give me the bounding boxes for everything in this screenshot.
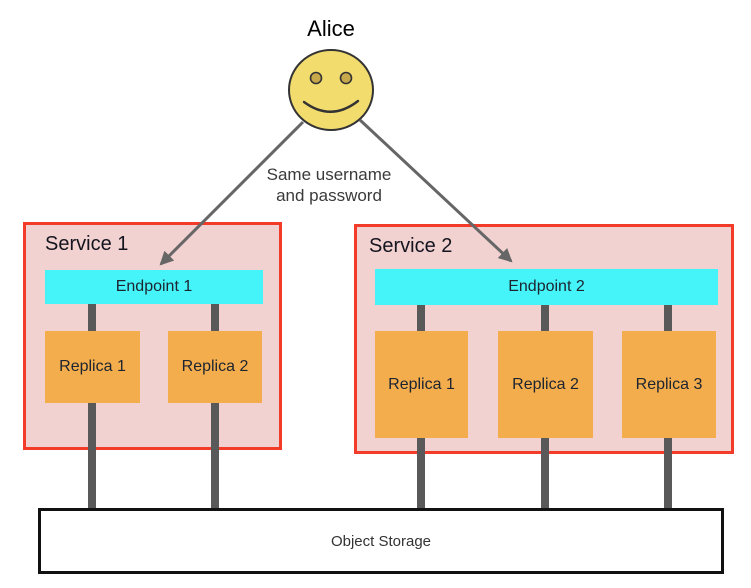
service-1-replica-2: Replica 2 xyxy=(168,331,262,403)
connector-s1-replica2 xyxy=(211,298,219,510)
service-1-box: Service 1 Endpoint 1 Replica 1 Replica 2 xyxy=(23,222,282,450)
credentials-annotation-line2: and password xyxy=(276,186,382,205)
credentials-annotation: Same username and password xyxy=(229,164,429,206)
right-eye-icon xyxy=(339,71,353,85)
service-2-title: Service 2 xyxy=(369,235,453,257)
connector-s1-replica1 xyxy=(88,298,96,510)
credentials-annotation-line1: Same username xyxy=(266,165,392,184)
service-1-title: Service 1 xyxy=(45,233,129,255)
service-2-box: Service 2 Endpoint 2 Replica 1 Replica 2… xyxy=(354,224,734,454)
service-2-replica-2: Replica 2 xyxy=(498,331,593,438)
service-2-replica-1: Replica 1 xyxy=(375,331,468,438)
smiley-face-icon xyxy=(288,49,374,131)
object-storage-box: Object Storage xyxy=(38,508,724,574)
actor-label: Alice xyxy=(307,16,355,41)
service-2-replica-3: Replica 3 xyxy=(622,331,716,438)
service-1-replica-1: Replica 1 xyxy=(45,331,140,403)
left-eye-icon xyxy=(309,71,323,85)
endpoint-2: Endpoint 2 xyxy=(375,269,718,305)
smile-icon xyxy=(302,99,360,113)
endpoint-1: Endpoint 1 xyxy=(45,270,263,304)
